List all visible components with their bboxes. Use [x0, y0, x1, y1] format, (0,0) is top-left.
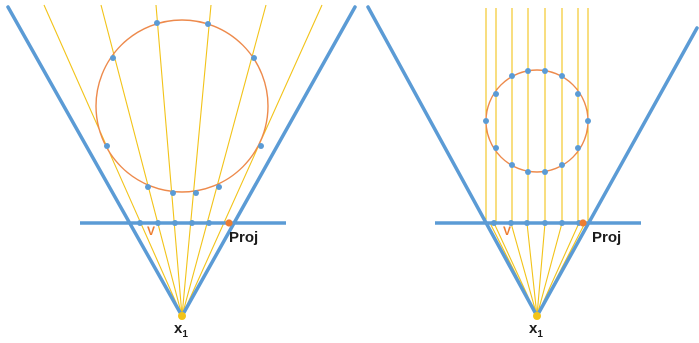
circle-point-left-7	[145, 184, 151, 190]
circle-point-right-12	[559, 162, 565, 168]
right-origin-subscript: 1	[537, 329, 543, 340]
circle-point-right-10	[575, 145, 581, 151]
circle-point-right-13	[525, 169, 531, 175]
circle-point-left-6	[258, 143, 264, 149]
circle-point-right-11	[509, 162, 515, 168]
circle-point-left-8	[170, 190, 176, 196]
frustum-edge-left-a	[6, 5, 184, 318]
circle-point-left-2	[205, 21, 211, 27]
fan-ray-right-6	[536, 222, 563, 317]
projected-point-left-5	[206, 220, 212, 226]
perspective-ray-3	[155, 4, 183, 317]
left-origin-label: x1	[174, 320, 188, 340]
projected-marker-left	[225, 219, 233, 227]
circle-point-left-1	[154, 20, 160, 26]
frustum-edge-left-b	[180, 5, 357, 318]
projected-point-right-4	[542, 220, 548, 226]
perspective-ray-5	[181, 4, 267, 317]
projected-point-left-1	[137, 220, 143, 226]
circle-point-right-2	[542, 68, 548, 74]
projected-point-right-1	[491, 220, 497, 226]
circle-point-right-1	[525, 68, 531, 74]
projected-point-left-2	[155, 220, 161, 226]
circle-point-right-5	[493, 91, 499, 97]
right-origin-main: x	[529, 320, 538, 337]
circle-point-left-4	[251, 55, 257, 61]
circle-point-right-8	[585, 118, 591, 124]
right-v-label: V	[503, 224, 511, 238]
left-origin-subscript: 1	[182, 329, 188, 340]
parallel-panel	[366, 5, 699, 320]
fan-ray-right-4	[526, 222, 538, 317]
object-circle-right	[485, 69, 589, 173]
left-origin-main: x	[174, 320, 183, 337]
right-origin-label: x1	[529, 320, 543, 340]
circle-point-left-3	[110, 55, 116, 61]
fan-ray-right-5	[536, 222, 546, 317]
perspective-ray-4	[181, 4, 212, 317]
camera-origin-right	[533, 312, 541, 320]
projected-marker-right	[579, 219, 587, 227]
circle-point-left-10	[216, 184, 222, 190]
left-v-label: V	[147, 224, 155, 238]
circle-point-right-6	[575, 91, 581, 97]
frustum-edge-right-b	[535, 26, 699, 318]
left-proj-label: Proj	[229, 229, 258, 246]
circle-point-left-5	[104, 143, 110, 149]
circle-point-right-9	[493, 145, 499, 151]
circle-point-right-14	[542, 169, 548, 175]
right-proj-label: Proj	[592, 229, 621, 246]
circle-point-left-9	[193, 190, 199, 196]
camera-origin-left	[178, 312, 186, 320]
perspective-ray-1	[43, 4, 183, 317]
perspective-ray-6	[181, 4, 323, 317]
projected-point-right-2	[508, 220, 514, 226]
fan-ray-right-3	[510, 222, 538, 317]
projected-point-left-4	[189, 220, 195, 226]
projected-point-left-3	[172, 220, 178, 226]
circle-point-right-3	[509, 73, 515, 79]
projected-point-right-5	[559, 220, 565, 226]
perspective-panel	[6, 4, 357, 320]
frustum-edge-right-a	[366, 5, 539, 318]
projected-point-right-3	[524, 220, 530, 226]
circle-point-right-4	[559, 73, 565, 79]
object-circle-left	[95, 19, 269, 193]
circle-point-right-7	[483, 118, 489, 124]
